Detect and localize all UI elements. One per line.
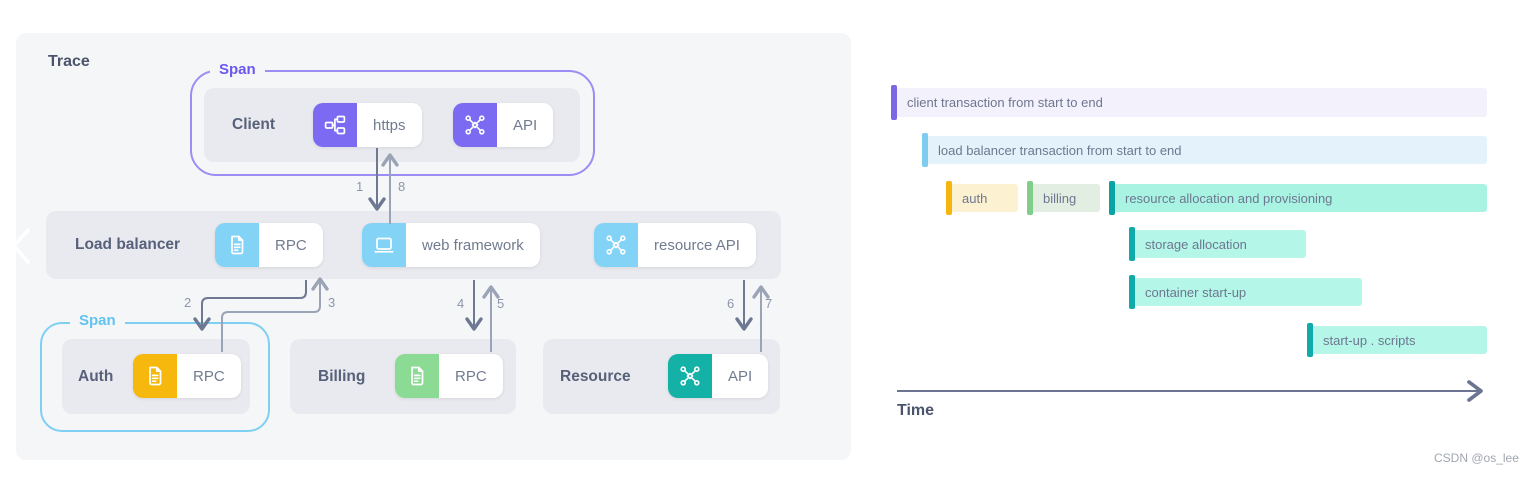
timeline-bar-6: storage allocation: [1129, 227, 1306, 261]
auth-span-label: Span: [70, 313, 125, 329]
document-icon: [395, 354, 439, 398]
client-api-chip-label: API: [497, 103, 554, 147]
client-span-outline: [190, 70, 595, 176]
laptop-icon: [362, 223, 406, 267]
timeline-bar-accent: [1129, 227, 1135, 261]
arrow-label-7: 7: [765, 296, 773, 311]
sitemap-icon: [313, 103, 357, 147]
resource-api-chip-label: API: [712, 354, 769, 398]
billing-rpc-chip: RPC: [395, 354, 503, 398]
arrow-label-4: 4: [457, 296, 465, 311]
timeline-bar-accent: [1129, 275, 1135, 309]
chevron-left-icon[interactable]: [4, 224, 38, 268]
api-nodes-icon: [594, 223, 638, 267]
auth-rpc-chip-label: RPC: [177, 354, 241, 398]
timeline-bar-label: resource allocation and provisioning: [1125, 190, 1333, 206]
timeline-bar-label: client transaction from start to end: [907, 95, 1103, 110]
arrow-label-2: 2: [184, 295, 192, 310]
time-axis-label: Time: [897, 402, 935, 419]
billing-label: Billing: [318, 367, 366, 385]
timeline-bar-accent: [891, 85, 897, 120]
timeline-bar-accent: [1307, 323, 1313, 357]
lb-rpc-chip-label: RPC: [259, 223, 323, 267]
client-label: Client: [232, 116, 276, 133]
auth-label: Auth: [78, 367, 114, 385]
lb-resource-api-chip-label: resource API: [638, 223, 756, 267]
timeline-bar-accent: [1027, 181, 1033, 215]
auth-span-outline: [40, 322, 270, 432]
timeline-bar-5: resource allocation and provisioning: [1109, 181, 1487, 215]
timeline-bar-accent: [922, 133, 928, 167]
timeline-bar-4: billing: [1027, 181, 1100, 215]
timeline-bar-2: load balancer transaction from start to …: [922, 133, 1487, 167]
timeline-bar-label: storage allocation: [1145, 236, 1247, 252]
resource-label: Resource: [560, 367, 631, 385]
billing-rpc-chip-label: RPC: [439, 354, 503, 398]
timeline-bar-label: start-up . scripts: [1323, 332, 1416, 348]
timeline-bar-label: container start-up: [1145, 284, 1247, 300]
resource-api-chip: API: [668, 354, 769, 398]
timeline-bar-label: billing: [1043, 190, 1077, 206]
arrow-label-5: 5: [497, 296, 505, 311]
arrow-label-1: 1: [356, 179, 364, 194]
load-balancer-label: Load balancer: [75, 236, 181, 253]
client-https-chip: https: [313, 103, 422, 147]
client-https-chip-label: https: [357, 103, 422, 147]
arrow-label-6: 6: [727, 296, 735, 311]
lb-resource-api-chip: resource API: [594, 223, 756, 267]
timeline-bar-8: start-up . scripts: [1307, 323, 1487, 357]
timeline-bar-accent: [1109, 181, 1115, 215]
timeline-bar-3: auth: [946, 181, 1018, 215]
document-icon: [133, 354, 177, 398]
lb-web-framework-chip: web framework: [362, 223, 540, 267]
watermark: CSDN @os_lee: [1434, 451, 1519, 465]
arrow-label-8: 8: [398, 179, 406, 194]
api-nodes-icon: [668, 354, 712, 398]
timeline-bar-accent: [946, 181, 952, 215]
auth-rpc-chip: RPC: [133, 354, 241, 398]
api-nodes-icon: [453, 103, 497, 147]
client-api-chip: API: [453, 103, 554, 147]
timeline-bar-label: auth: [962, 190, 988, 206]
trace-title: Trace: [48, 53, 90, 70]
timeline-bar-7: container start-up: [1129, 275, 1362, 309]
timeline-bar-1: client transaction from start to end: [891, 85, 1487, 120]
arrow-label-3: 3: [328, 295, 336, 310]
lb-rpc-chip: RPC: [215, 223, 323, 267]
document-icon: [215, 223, 259, 267]
lb-web-framework-chip-label: web framework: [406, 223, 540, 267]
client-span-label: Span: [210, 62, 265, 78]
timeline-bar-label: load balancer transaction from start to …: [938, 142, 1182, 158]
